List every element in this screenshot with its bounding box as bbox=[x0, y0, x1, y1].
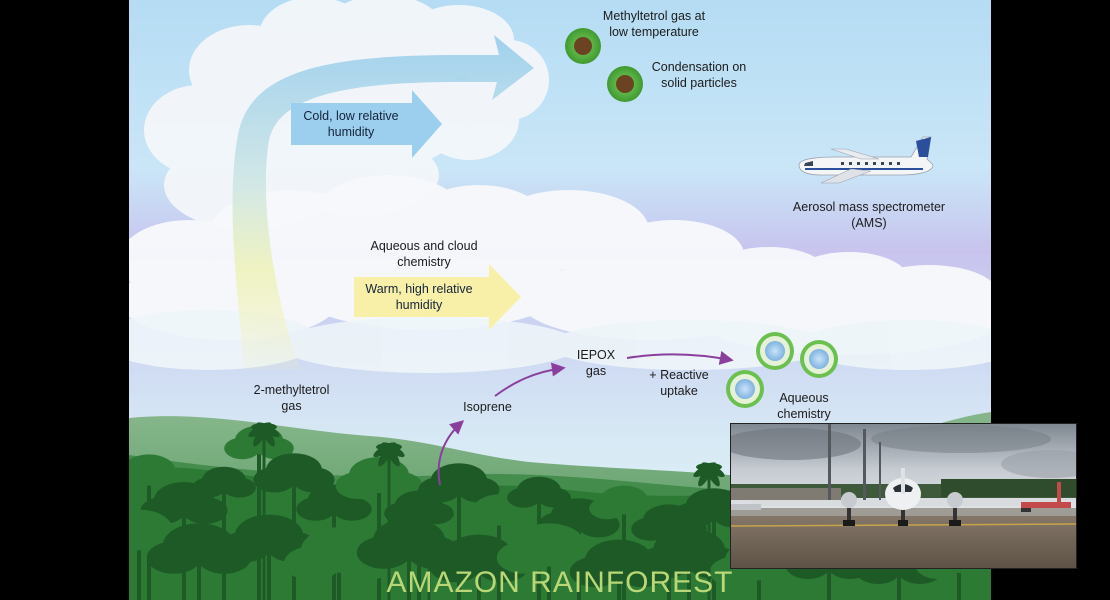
tree-icon bbox=[589, 485, 659, 600]
cold-humidity-label: Cold, low relative humidity bbox=[303, 109, 399, 139]
methyltetrol-gas-label: 2-methyltetrol gas bbox=[253, 383, 330, 413]
warm-humidity-label: Warm, high relative humidity bbox=[365, 282, 473, 312]
aqueous-droplet-icon bbox=[726, 370, 764, 408]
rising-air-arrow bbox=[232, 35, 534, 370]
iepox-to-aqueous-arrow bbox=[626, 351, 734, 365]
warm-arrow bbox=[354, 264, 521, 330]
cold-arrow bbox=[291, 90, 442, 158]
airplane-icon bbox=[798, 136, 934, 184]
tree-icon bbox=[413, 487, 445, 600]
solid-particle-icon bbox=[565, 28, 601, 64]
isoprene-label: Isoprene bbox=[463, 400, 512, 414]
ams-label: Aerosol mass spectrometer (AMS) bbox=[792, 200, 946, 230]
aqueous-droplet-icon bbox=[800, 340, 838, 378]
aircraft-photo-image bbox=[731, 424, 1076, 568]
iepox-label: IEPOX gas bbox=[576, 348, 616, 378]
reactive-uptake-label: + Reactive uptake bbox=[649, 368, 709, 398]
aqueous-cloud-label: Aqueous and cloud chemistry bbox=[370, 239, 478, 269]
isoprene-emission-arrow bbox=[437, 420, 465, 486]
aqueous-droplet-icon bbox=[756, 332, 794, 370]
tree-icon bbox=[693, 462, 725, 600]
diagram-title: AMAZON RAINFOREST bbox=[386, 566, 734, 599]
methyltetrol-low-temp-label: Methyltetrol gas at low temperature bbox=[602, 9, 706, 39]
tree-icon bbox=[373, 442, 405, 600]
condensation-label: Condensation on solid particles bbox=[651, 60, 747, 90]
isoprene-to-iepox-arrow bbox=[494, 362, 566, 397]
solid-particle-icon bbox=[607, 66, 643, 102]
aqueous-chemistry-label: Aqueous chemistry bbox=[777, 391, 831, 421]
aircraft-photo bbox=[731, 424, 1076, 568]
tree-icon bbox=[248, 422, 280, 600]
